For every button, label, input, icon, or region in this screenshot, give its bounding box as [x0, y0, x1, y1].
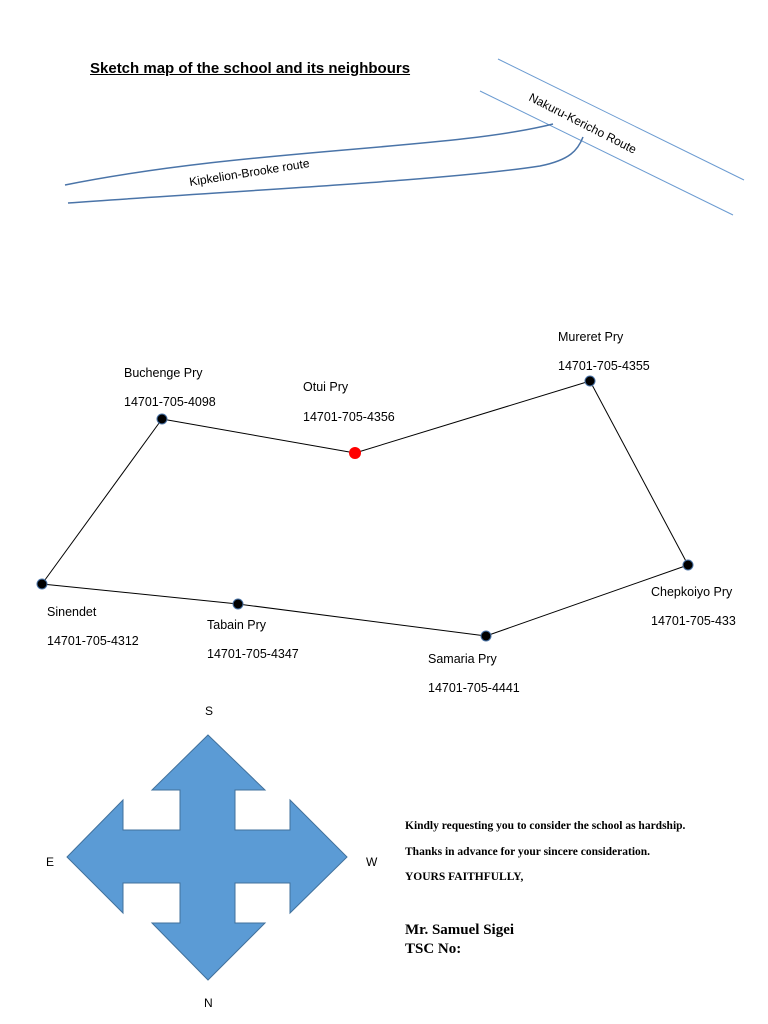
four-way-arrow-icon	[66, 734, 348, 981]
link-tabain-sinendet	[41, 583, 239, 605]
sinendet-code: 14701-705-4312	[47, 634, 139, 648]
compass-right-letter: W	[366, 855, 378, 869]
link-samaria-tabain	[237, 603, 487, 637]
link-buchenge-otui	[161, 418, 356, 454]
tabain-code: 14701-705-4347	[207, 647, 299, 661]
chepkoiyo-name: Chepkoiyo Pry	[651, 585, 733, 599]
chepkoiyo-code: 14701-705-433	[651, 614, 736, 628]
letter-line-2: Thanks in advance for your sincere consi…	[405, 846, 651, 858]
point-mureret	[584, 375, 596, 387]
signatory-name: Mr. Samuel Sigei	[405, 922, 515, 938]
buchenge-name: Buchenge Pry	[124, 366, 203, 380]
highway-edge-upper	[497, 58, 745, 181]
sinendet-name: Sinendet	[47, 605, 97, 619]
otui-code: 14701-705-4356	[303, 410, 395, 424]
samaria-name: Samaria Pry	[428, 652, 497, 666]
link-mureret-chepkoiyo	[589, 380, 689, 566]
point-otui	[349, 447, 361, 459]
samaria-code: 14701-705-4441	[428, 681, 520, 695]
point-sinendet	[36, 578, 48, 590]
mureret-name: Mureret Pry	[558, 330, 624, 344]
tsc-number-label: TSC No:	[405, 941, 462, 957]
map-title: Sketch map of the school and its neighbo…	[90, 60, 411, 77]
letter-closing: YOURS FAITHFULLY,	[405, 871, 524, 883]
link-chepkoiyo-samaria	[485, 564, 689, 637]
compass-bottom-letter: N	[204, 996, 213, 1010]
point-chepkoiyo	[682, 559, 694, 571]
point-tabain	[232, 598, 244, 610]
compass-top-letter: S	[205, 704, 214, 718]
route-edge-lower	[67, 136, 584, 204]
mureret-code: 14701-705-4355	[558, 359, 650, 373]
link-otui-mureret	[354, 380, 591, 454]
letter-line-1: Kindly requesting you to consider the sc…	[405, 820, 686, 832]
kipkelion-road-label: Kipkelion-Brooke route	[188, 156, 310, 189]
buchenge-code: 14701-705-4098	[124, 395, 216, 409]
otui-name: Otui Pry	[303, 380, 349, 394]
link-sinendet-buchenge	[41, 418, 163, 585]
point-samaria	[480, 630, 492, 642]
tabain-name: Tabain Pry	[207, 618, 267, 632]
point-buchenge	[156, 413, 168, 425]
nakuru-road-label: Nakuru-Kericho Route	[527, 90, 639, 157]
route-edge-upper	[64, 123, 554, 186]
compass-left-letter: E	[46, 855, 55, 869]
highway-edge-lower	[479, 90, 734, 216]
